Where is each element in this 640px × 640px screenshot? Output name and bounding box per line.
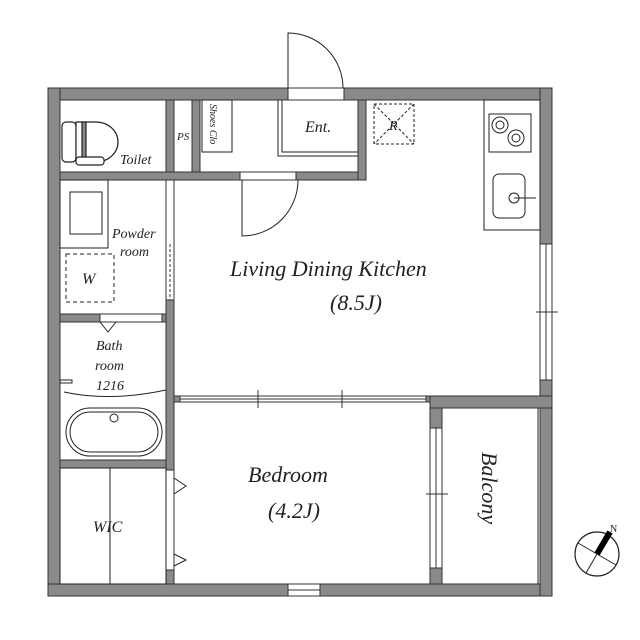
- ps-label: PS: [176, 131, 190, 143]
- door-swings: [99, 32, 344, 567]
- shoes-closet: [201, 99, 233, 153]
- wic-label: WIC: [93, 519, 123, 536]
- washer-space: [65, 253, 115, 303]
- toilet-label: Toilet: [120, 153, 152, 168]
- wic-shelves: [59, 467, 167, 585]
- kitchen-counter: [483, 99, 541, 231]
- openings: [99, 87, 553, 597]
- washer-label: W: [82, 271, 97, 288]
- powder-vanity: [59, 179, 109, 249]
- compass-icon: N: [574, 524, 620, 577]
- bath-label-3: 1216: [96, 379, 124, 394]
- compass-north-label: N: [610, 524, 617, 535]
- entrance-step: [277, 100, 358, 157]
- powder-label-2: room: [120, 245, 149, 260]
- bedroom-label: Bedroom: [248, 462, 328, 487]
- bedroom-size: (4.2J): [268, 498, 320, 523]
- fridge-space: [373, 103, 415, 145]
- powder-label-1: Powder: [111, 227, 156, 242]
- bath-label-1: Bath: [96, 339, 122, 354]
- window-lines: [169, 244, 558, 591]
- shoes-label: Shoes Clo: [207, 104, 218, 144]
- fridge-label: R: [388, 119, 398, 134]
- balcony-label: Balcony: [477, 452, 502, 524]
- bathtub: [59, 379, 167, 457]
- entrance-label: Ent.: [304, 119, 331, 136]
- bath-label-2: room: [95, 359, 124, 374]
- ldk-size: (8.5J): [330, 290, 382, 315]
- toilet-fixture: [61, 121, 119, 166]
- ldk-label: Living Dining Kitchen: [229, 256, 427, 281]
